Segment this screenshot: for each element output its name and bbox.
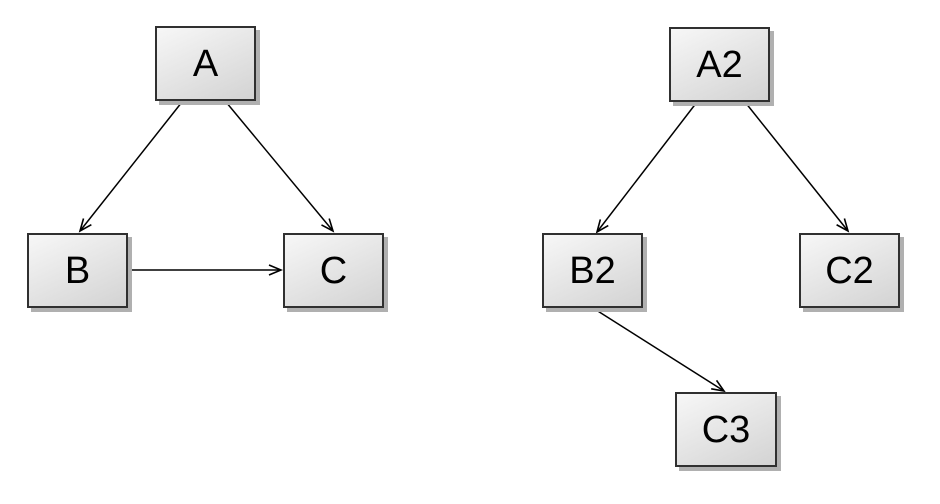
node-label-C2: C2 bbox=[825, 249, 874, 292]
node-label-B2: B2 bbox=[569, 249, 616, 292]
node-label-A2: A2 bbox=[696, 43, 743, 86]
node-label-B: B bbox=[64, 249, 91, 292]
node-A2[interactable]: A2 bbox=[669, 27, 770, 102]
node-A[interactable]: A bbox=[155, 26, 256, 101]
node-C3[interactable]: C3 bbox=[675, 392, 777, 467]
node-label-C: C bbox=[319, 249, 348, 292]
node-C[interactable]: C bbox=[283, 233, 384, 308]
node-label-C3: C3 bbox=[701, 408, 751, 451]
node-B[interactable]: B bbox=[27, 233, 128, 308]
node-C2[interactable]: C2 bbox=[799, 233, 900, 308]
node-label-A: A bbox=[192, 42, 219, 85]
node-B2[interactable]: B2 bbox=[542, 233, 643, 308]
